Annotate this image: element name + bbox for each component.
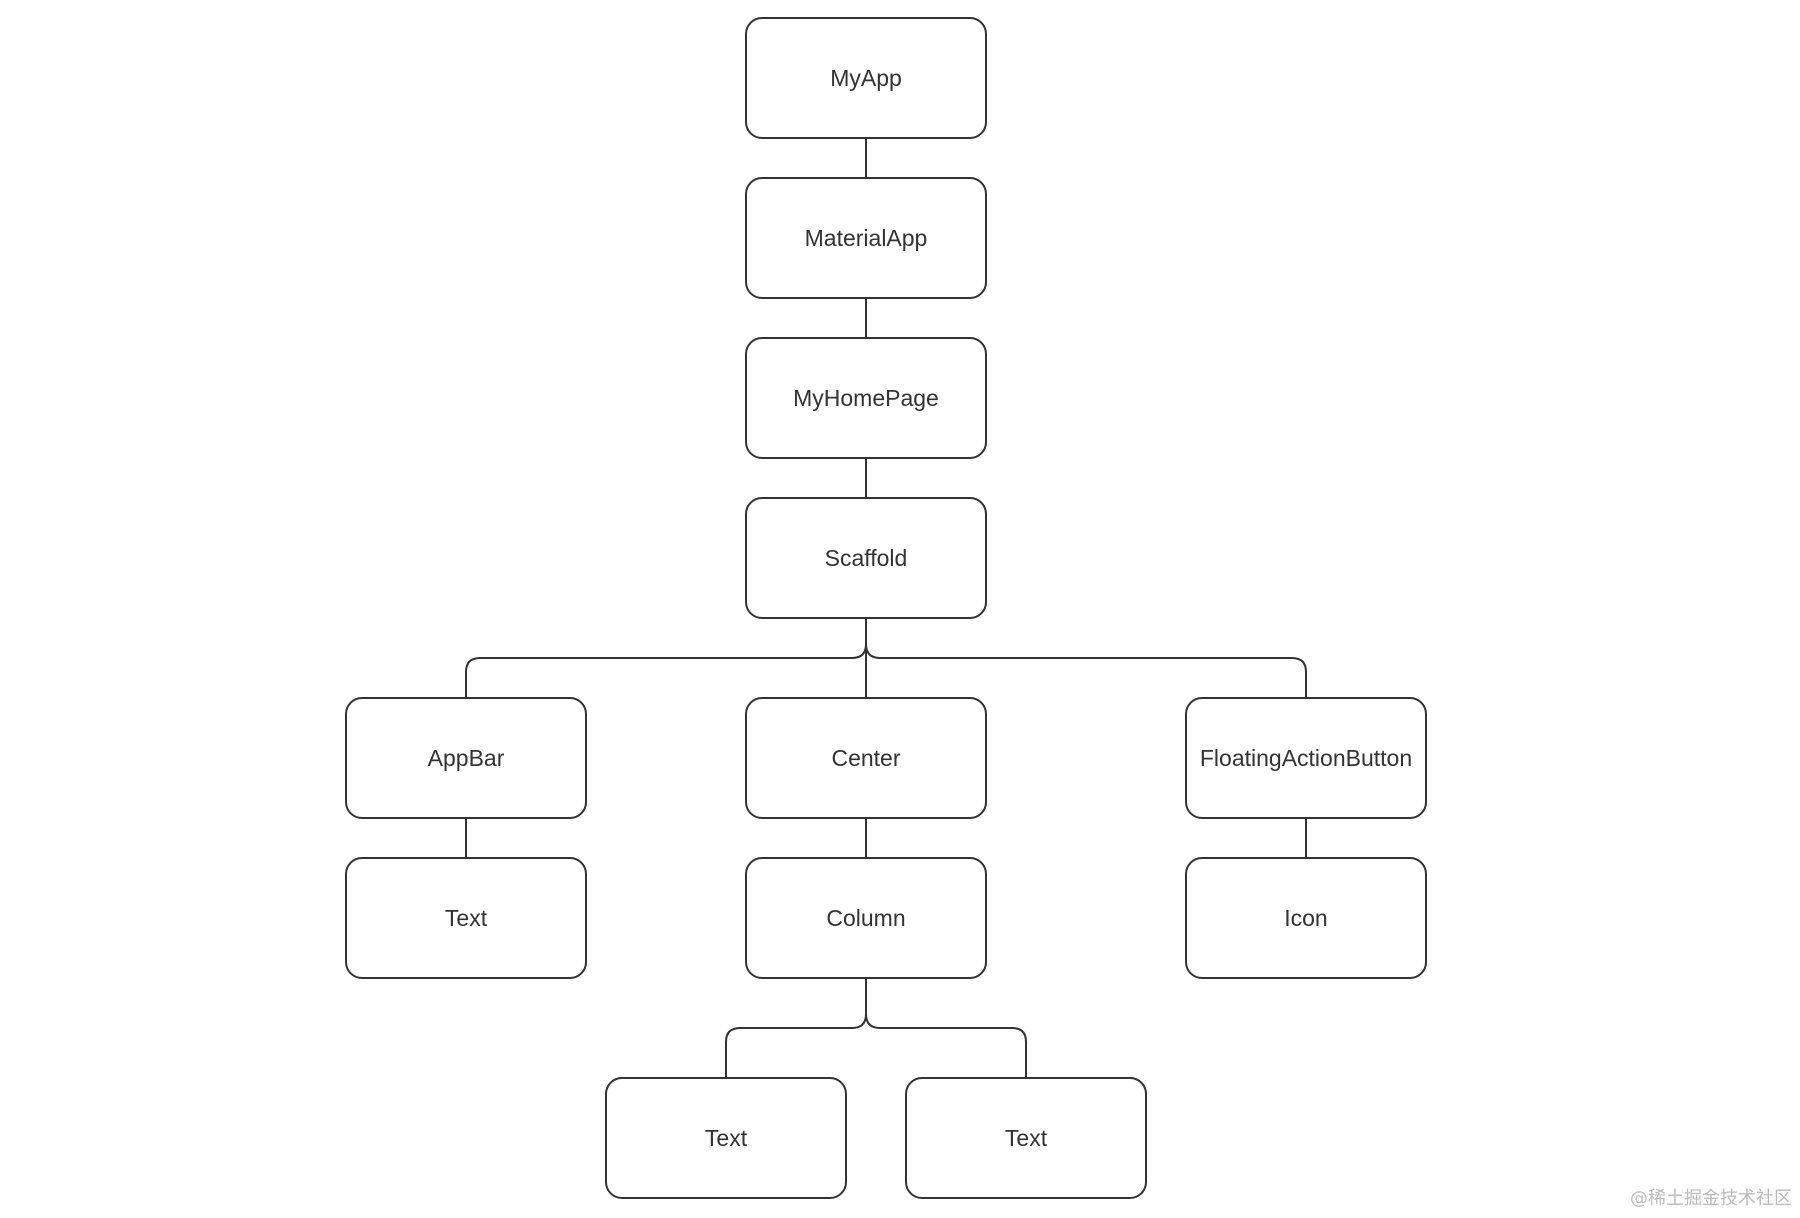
node-appbar-text-label: Text: [445, 905, 488, 931]
node-fab: FloatingActionButton: [1185, 697, 1427, 819]
node-myhomepage: MyHomePage: [745, 337, 987, 459]
node-scaffold-box: [745, 497, 987, 619]
node-myhomepage-label: MyHomePage: [793, 385, 939, 411]
edge-scaffold-to-fab: [865, 618, 1307, 698]
node-icon-label: Icon: [1284, 905, 1327, 931]
node-center: Center: [745, 697, 987, 819]
node-column: Column: [745, 857, 987, 979]
node-myhomepage-box: [745, 337, 987, 459]
node-myapp-box: [745, 17, 987, 139]
node-appbar: AppBar: [345, 697, 587, 819]
node-fab-box: [1185, 697, 1427, 819]
node-materialapp: MaterialApp: [745, 177, 987, 299]
edge-column-to-column-text-2: [865, 978, 1027, 1078]
node-appbar-label: AppBar: [428, 745, 505, 771]
node-column-label: Column: [826, 905, 905, 931]
node-icon-box: [1185, 857, 1427, 979]
node-column-text-1-box: [605, 1077, 847, 1199]
nodes: MyAppMaterialAppMyHomePageScaffoldAppBar…: [345, 17, 1427, 1199]
node-column-text-1: Text: [605, 1077, 847, 1199]
node-icon: Icon: [1185, 857, 1427, 979]
node-myapp-label: MyApp: [830, 65, 902, 91]
node-materialapp-box: [745, 177, 987, 299]
node-appbar-text-box: [345, 857, 587, 979]
node-scaffold-label: Scaffold: [825, 545, 908, 571]
node-appbar-text: Text: [345, 857, 587, 979]
node-scaffold: Scaffold: [745, 497, 987, 619]
watermark-text: @稀土掘金技术社区: [1630, 1188, 1792, 1209]
node-myapp: MyApp: [745, 17, 987, 139]
node-column-text-1-label: Text: [705, 1125, 748, 1151]
node-fab-label: FloatingActionButton: [1200, 745, 1412, 771]
node-center-box: [745, 697, 987, 819]
edge-column-to-column-text-1: [725, 978, 867, 1078]
edge-scaffold-to-appbar: [465, 618, 867, 698]
edges: [465, 138, 1307, 1078]
node-appbar-box: [345, 697, 587, 819]
node-column-text-2-box: [905, 1077, 1147, 1199]
node-column-box: [745, 857, 987, 979]
node-center-label: Center: [831, 745, 900, 771]
node-materialapp-label: MaterialApp: [805, 225, 928, 251]
node-column-text-2: Text: [905, 1077, 1147, 1199]
node-column-text-2-label: Text: [1005, 1125, 1048, 1151]
